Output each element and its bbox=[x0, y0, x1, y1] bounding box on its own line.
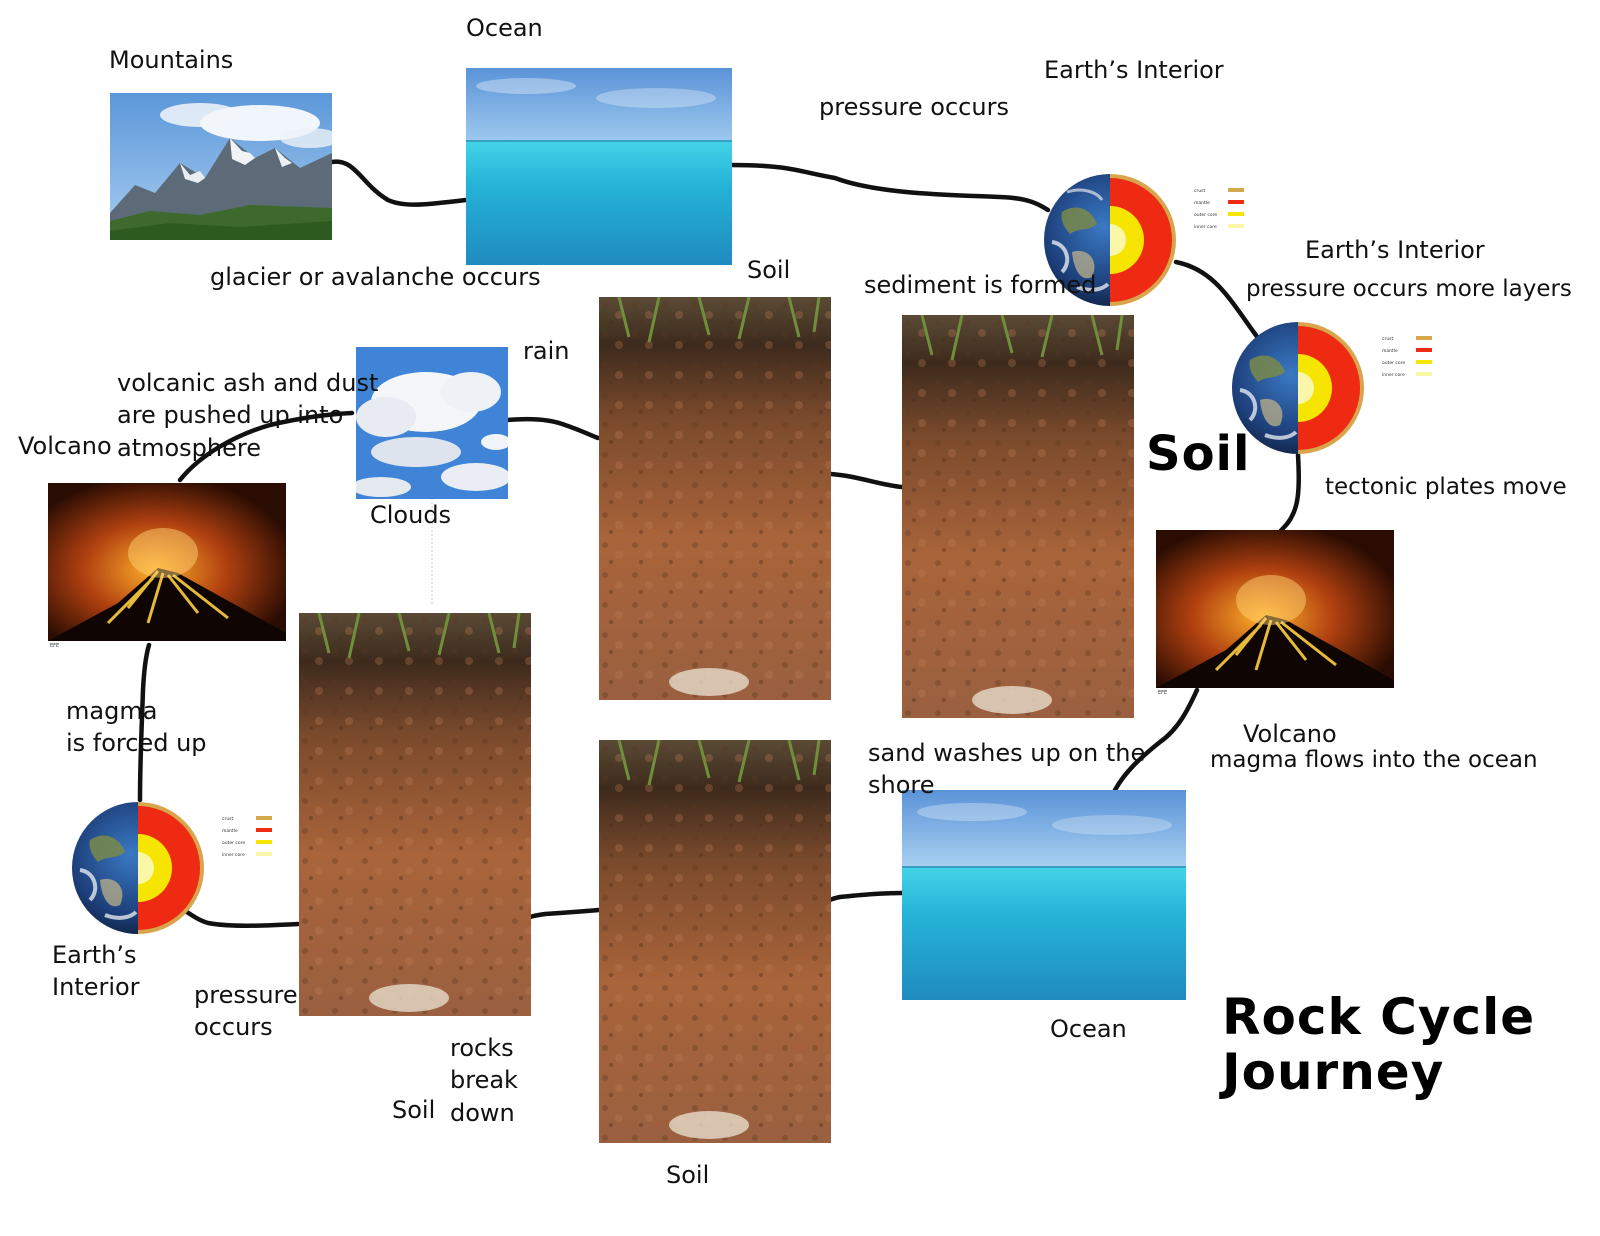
soil-bottom-image bbox=[599, 740, 831, 1143]
label-pressure-bottom: pressure occurs bbox=[194, 981, 298, 1042]
label-ocean-bottom: Ocean bbox=[1050, 1015, 1127, 1043]
label-magma-up: magma is forced up bbox=[66, 697, 207, 758]
clouds-image bbox=[356, 347, 508, 499]
earth-interior-bottom-image: crust mantle outer core inner core bbox=[70, 800, 280, 936]
ocean-bottom-image bbox=[902, 790, 1186, 1000]
volcano-right-image bbox=[1156, 530, 1394, 688]
svg-text:outer core: outer core bbox=[1382, 360, 1405, 366]
svg-text:crust: crust bbox=[222, 816, 234, 822]
label-pressure-layers: pressure occurs more layers bbox=[1246, 276, 1572, 302]
legend-outer-core-label: outer core bbox=[1194, 212, 1217, 218]
earth-interior-top-image: crust mantle outer core inner core bbox=[1042, 172, 1252, 308]
connector-soil-earth bbox=[181, 907, 301, 928]
connector-earth-volcano-left bbox=[137, 642, 152, 803]
label-pressure-occurs-top: pressure occurs bbox=[819, 93, 1009, 121]
svg-text:crust: crust bbox=[1382, 336, 1394, 342]
label-earth-interior-top: Earth’s Interior bbox=[1044, 56, 1224, 84]
soil-top-image bbox=[599, 297, 831, 700]
legend-crust-label: crust bbox=[1194, 188, 1206, 194]
label-mountains: Mountains bbox=[109, 46, 234, 74]
svg-text:mantle: mantle bbox=[1382, 348, 1398, 354]
connector-soil-soil-mid bbox=[828, 471, 905, 490]
label-volcano-right: Volcano bbox=[1243, 720, 1337, 748]
connector-mountains-ocean bbox=[329, 159, 469, 207]
diagram-title: Rock Cycle Journey bbox=[1222, 988, 1536, 1101]
volcano-left-image bbox=[48, 483, 286, 641]
connector-soil-soil bbox=[527, 907, 602, 920]
soil-left-image bbox=[299, 613, 531, 1016]
label-soil-bottom-left: Soil bbox=[392, 1096, 436, 1124]
soil-right-image bbox=[902, 315, 1134, 718]
volcano-right-caption: EFE bbox=[1158, 690, 1168, 696]
connector-earth-volcano bbox=[1272, 452, 1301, 541]
svg-text:inner core: inner core bbox=[222, 852, 245, 858]
connector-volcano-clouds bbox=[177, 410, 355, 483]
label-sand: sand washes up on the shore bbox=[868, 739, 1146, 800]
label-soil-top: Soil bbox=[747, 256, 791, 284]
legend-mantle-label: mantle bbox=[1194, 200, 1210, 206]
connector-clouds-soil bbox=[504, 416, 601, 441]
mountains-image bbox=[110, 93, 332, 240]
label-volcanic-ash: volcanic ash and dust are pushed up into… bbox=[117, 369, 379, 462]
connector-earth-earth bbox=[1173, 259, 1261, 341]
svg-text:mantle: mantle bbox=[222, 828, 238, 834]
label-magma-ocean: magma flows into the ocean bbox=[1210, 747, 1538, 773]
label-earth-interior-right: Earth’s Interior bbox=[1305, 236, 1485, 264]
legend-inner-core-label: inner core bbox=[1194, 224, 1217, 230]
connector-ocean-earth bbox=[729, 162, 1051, 213]
label-ocean-top: Ocean bbox=[466, 14, 543, 42]
ocean-top-image bbox=[466, 68, 732, 265]
label-soil-big: Soil bbox=[1146, 426, 1251, 482]
volcano-left-caption: EFE bbox=[50, 643, 60, 649]
label-sediment: sediment is formed bbox=[864, 271, 1097, 299]
label-rain: rain bbox=[523, 337, 570, 365]
label-soil-bottom: Soil bbox=[666, 1161, 710, 1189]
label-earth-interior-bottom: Earth’s Interior bbox=[52, 941, 140, 1002]
svg-text:outer core: outer core bbox=[222, 840, 245, 846]
label-glacier: glacier or avalanche occurs bbox=[210, 263, 541, 291]
label-clouds: Clouds bbox=[370, 501, 452, 529]
earth-interior-right-image: crust mantle outer core inner core bbox=[1230, 320, 1440, 456]
label-volcano-left: Volcano bbox=[18, 432, 112, 460]
label-rocks-break: rocks break down bbox=[450, 1034, 518, 1127]
connector-volcano-ocean bbox=[1112, 687, 1200, 793]
label-tectonic: tectonic plates move bbox=[1325, 474, 1567, 500]
svg-text:inner core: inner core bbox=[1382, 372, 1405, 378]
connector-ocean-soil bbox=[827, 890, 905, 903]
